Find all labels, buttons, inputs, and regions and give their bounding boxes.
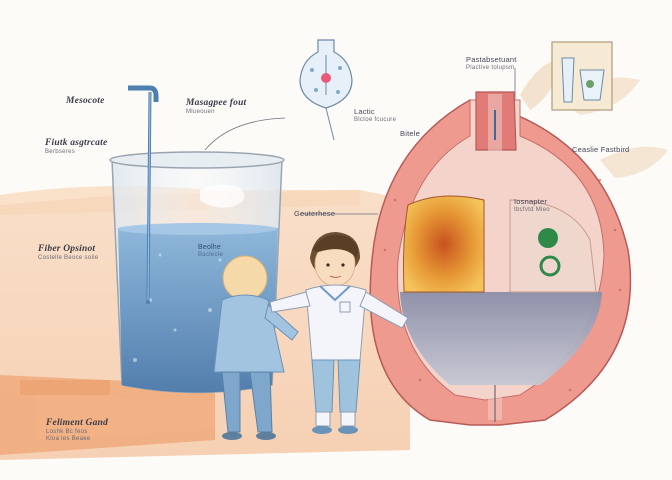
water-tap-icon [128, 85, 159, 304]
label-mid-small: Geuterhese [294, 209, 336, 218]
label-right-small: Bitele [400, 129, 420, 138]
bacteria-icon [538, 228, 558, 248]
label-top-center: Masagpee fout Mlueouen [186, 98, 247, 115]
bottle-icon [299, 39, 353, 141]
boy-figure [269, 232, 409, 434]
label-upper-left: Fiutk asgtrcate Berbseres [45, 138, 108, 155]
stomach [369, 91, 632, 426]
label-far-right: Ceaslie Fastbird [572, 145, 630, 154]
cup-icon [551, 41, 613, 111]
label-water: Beolhe Baclecle [198, 244, 224, 259]
label-bottom-left: Feliment Gand Loshk Bc feos Kloa les Bea… [46, 418, 108, 442]
label-inner-right: Iosnapter Ibcfvtd Mleo [514, 197, 550, 213]
child-figure [213, 255, 299, 440]
label-bottle: Lactic Blctoe fcucure [354, 107, 397, 123]
label-left-mid: Fiber Opsinot Costelle Beoce soile [38, 244, 99, 261]
label-top-right: Pastabsetuant Plactive tolupsm [466, 55, 517, 71]
label-tap-top: Mesocote [66, 96, 105, 106]
